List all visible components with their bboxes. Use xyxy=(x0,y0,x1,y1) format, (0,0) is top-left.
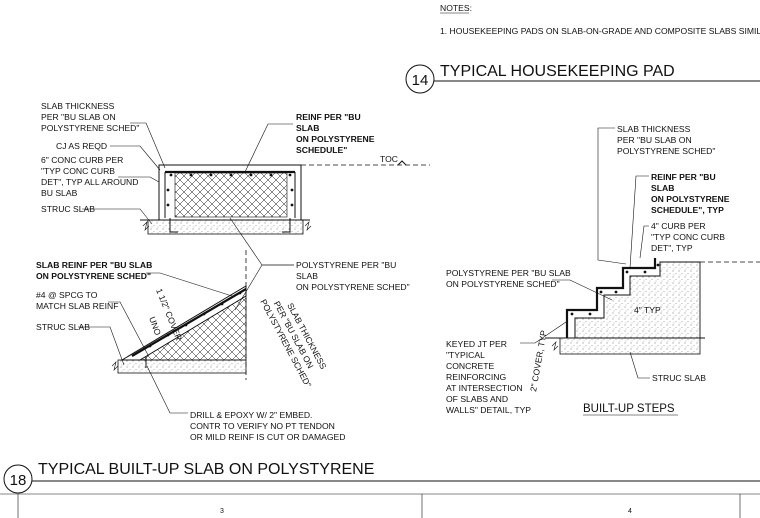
slope-uno-label: UNO xyxy=(147,315,163,337)
detail-14-bubble xyxy=(405,64,435,94)
pad-cj-label: CJ AS REQD xyxy=(56,141,107,151)
steps-keyed-joint-label: KEYED JT PER "TYPICAL CONCRETE REINFORCI… xyxy=(446,339,531,415)
pad-slab-thickness-label: SLAB THICKNESS PER "BU SLAB ON POLYSTYRE… xyxy=(41,101,139,133)
steps-struc-slab-label: STRUC SLAB xyxy=(652,373,706,383)
slope-polystyrene-label: POLYSTYRENE PER "BU SLAB ON POLYSTYRENE … xyxy=(296,260,410,292)
built-up-steps-section: SLAB THICKNESS PER "BU SLAB ON POLYSTYRE… xyxy=(446,124,760,416)
steps-reinf-label: REINF PER "BU SLAB ON POLYSTYRENE SCHEDU… xyxy=(651,172,732,215)
steps-polystyrene-label: POLYSTYRENE PER "BU SLAB ON POLYSTYRENE … xyxy=(446,268,573,289)
sheet-footer: 3 4 xyxy=(0,493,760,518)
slope-slab-thickness-label: SLAB THICKNESS PER "BU SLAB ON POLYSTYRE… xyxy=(258,287,332,389)
slope-slab-reinf-label: SLAB REINF PER "BU SLAB ON POLYSTYRENE S… xyxy=(36,260,155,281)
slope-rebar-dots xyxy=(148,291,242,348)
detail-18-bubble xyxy=(3,464,33,494)
steps-slab-thickness-label: SLAB THICKNESS PER "BU SLAB ON POLYSTYRE… xyxy=(617,124,715,156)
notes-header: NOTES: xyxy=(440,3,472,13)
note-item-1: 1. HOUSEKEEPING PADS ON SLAB-ON-GRADE AN… xyxy=(440,26,760,36)
page-number-right: 4 xyxy=(628,508,632,515)
steps-cover-label: 2" COVER, TYP xyxy=(528,329,549,392)
steps-four-typ-label: 4" TYP xyxy=(634,305,661,315)
pad-rebar-dots xyxy=(166,173,294,207)
pad-reinf-label: REINF PER "BU SLAB ON POLYSTYRENE SCHEDU… xyxy=(296,112,377,155)
pad-toc-label: TOC xyxy=(380,154,398,164)
pad-struc-slab-label: STRUC SLAB xyxy=(41,204,95,214)
slope-bar-label: #4 @ SPCG TO MATCH SLAB REINF xyxy=(36,290,118,311)
steps-curb-label: 4" CURB PER "TYP CONC CURB DET", TYP xyxy=(651,221,727,253)
housekeeping-pad-section: TOC SLAB THICKNESS PER "BU SLAB ON POLYS… xyxy=(41,101,430,235)
detail-18-title-text: TYPICAL BUILT-UP SLAB ON POLYSTYRENE xyxy=(38,461,374,478)
detail-18-number: 18 xyxy=(10,472,27,489)
steps-rebar-dots xyxy=(570,263,660,316)
detail-18-title: 18 TYPICAL BUILT-UP SLAB ON POLYSTYRENE xyxy=(3,461,760,494)
sloped-slab-section: SLAB REINF PER "BU SLAB ON POLYSTYRENE S… xyxy=(36,217,410,442)
notes-block: NOTES: 1. HOUSEKEEPING PADS ON SLAB-ON-G… xyxy=(440,3,760,36)
pad-curb-label: 6" CONC CURB PER "TYP CONC CURB DET", TY… xyxy=(41,155,141,198)
detail-14-title-text: TYPICAL HOUSEKEEPING PAD xyxy=(440,63,675,80)
steps-title: BUILT-UP STEPS xyxy=(583,403,675,415)
page-number-left: 3 xyxy=(220,508,224,515)
slope-struc-slab-label: STRUC SLAB xyxy=(36,322,90,332)
detail-14-title: 14 TYPICAL HOUSEKEEPING PAD xyxy=(405,63,760,94)
slope-drill-label: DRILL & EPOXY W/ 2" EMBED. CONTR TO VERI… xyxy=(190,410,346,442)
detail-14-number: 14 xyxy=(412,72,429,89)
